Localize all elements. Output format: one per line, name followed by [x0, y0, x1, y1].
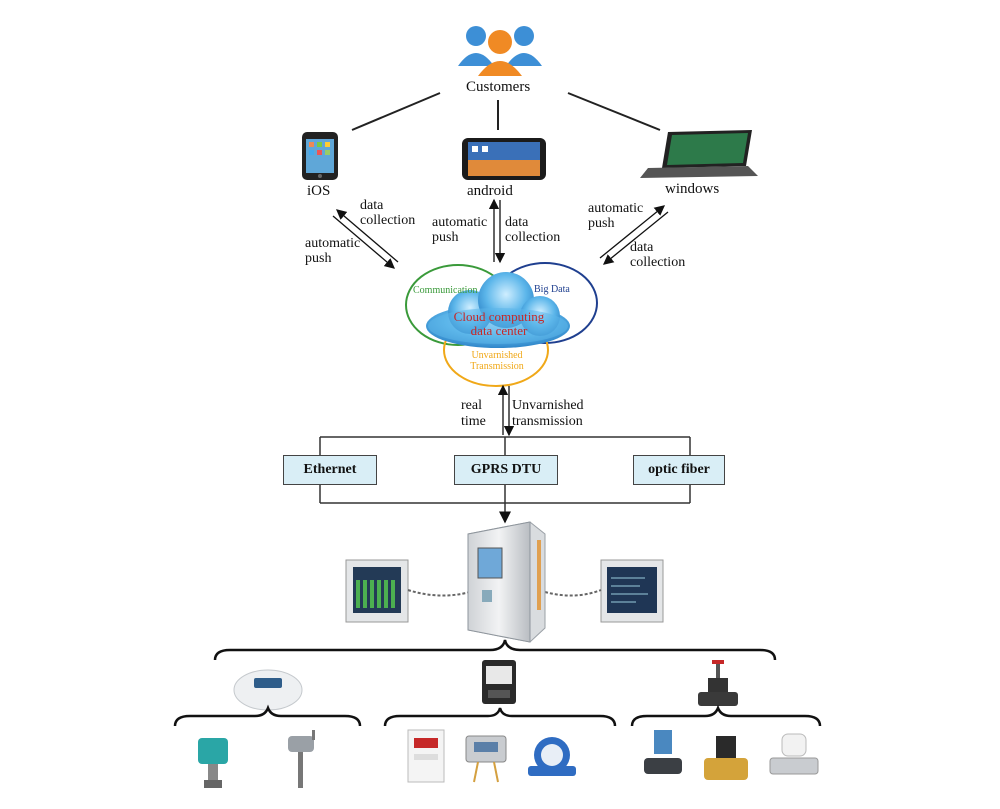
water-meter-icon	[528, 737, 576, 776]
right-collection-label-2: collection	[630, 255, 686, 270]
cloud-center-line-1: Cloud computing	[453, 309, 545, 324]
brace-left	[173, 704, 362, 727]
cable-right	[544, 589, 602, 597]
energy-meter-icon	[482, 660, 516, 704]
cable-left	[407, 589, 471, 597]
mid-collection-label-1: data	[505, 215, 529, 230]
left-push-label-1: automatic	[305, 236, 361, 251]
temperature-sensor-icon	[288, 730, 315, 788]
cloud-center-line-2: data center	[470, 323, 528, 338]
mid-collection-label-2: collection	[505, 230, 561, 245]
tablet-icon	[462, 138, 546, 180]
left-collection-label-2: collection	[360, 213, 416, 228]
gate-valve-icon	[698, 660, 738, 706]
ethernet-box: Ethernet	[283, 455, 377, 485]
pressure-controller-icon	[465, 735, 507, 783]
ring-transmission-label: Unvarnished Transmission	[466, 350, 528, 372]
brace-right	[630, 704, 822, 727]
cabinet-icon	[467, 521, 546, 643]
solenoid-valve-icon	[704, 736, 748, 780]
cloud-center-label: Cloud computing data center	[440, 310, 558, 338]
android-label: android	[467, 183, 513, 199]
transmission-label-1: Unvarnished	[512, 398, 584, 413]
left-push-label-2: push	[305, 251, 332, 266]
iphone-icon	[302, 132, 338, 180]
link-customers-windows	[567, 92, 661, 131]
left-collection-label-1: data	[360, 198, 384, 213]
inverter-icon	[407, 729, 445, 783]
transmission-label-2: transmission	[512, 414, 583, 429]
control-valve-icon	[644, 730, 682, 774]
ios-label: iOS	[307, 183, 331, 199]
cloud-icon	[426, 272, 570, 348]
realtime-label-2: time	[461, 414, 486, 429]
arrow-right-collection	[599, 205, 666, 259]
right-push-label-2: push	[588, 216, 615, 231]
customers-icon	[458, 26, 542, 76]
mid-push-label-1: automatic	[432, 215, 488, 230]
customers-label: Customers	[466, 79, 531, 95]
ring-communication-label: Communication	[413, 285, 478, 296]
optic-fiber-box: optic fiber	[633, 455, 725, 485]
right-collection-label-1: data	[630, 240, 654, 255]
arrow-right-push	[602, 211, 669, 265]
radiator-valve-icon	[769, 733, 819, 775]
windows-label: windows	[665, 181, 720, 197]
brace-main	[213, 639, 777, 661]
left-controller-module	[345, 559, 409, 623]
arrow-left-push	[332, 215, 395, 269]
link-customers-ios	[351, 92, 441, 131]
right-push-label-1: automatic	[588, 201, 644, 216]
gprs-dtu-box: GPRS DTU	[454, 455, 558, 485]
ring-transmission-line-2: Transmission	[470, 361, 524, 372]
arrow-left-collection	[336, 209, 399, 263]
right-controller-module	[600, 559, 664, 623]
mid-push-label-2: push	[432, 230, 459, 245]
pressure-transmitter-icon	[198, 738, 228, 788]
ring-bigdata-label: Big Data	[534, 284, 570, 295]
realtime-label-1: real	[461, 398, 482, 413]
brace-middle	[383, 707, 617, 727]
laptop-icon	[640, 130, 758, 178]
sensor-box-icon	[233, 669, 303, 711]
ring-transmission-line-1: Unvarnished	[471, 350, 523, 361]
